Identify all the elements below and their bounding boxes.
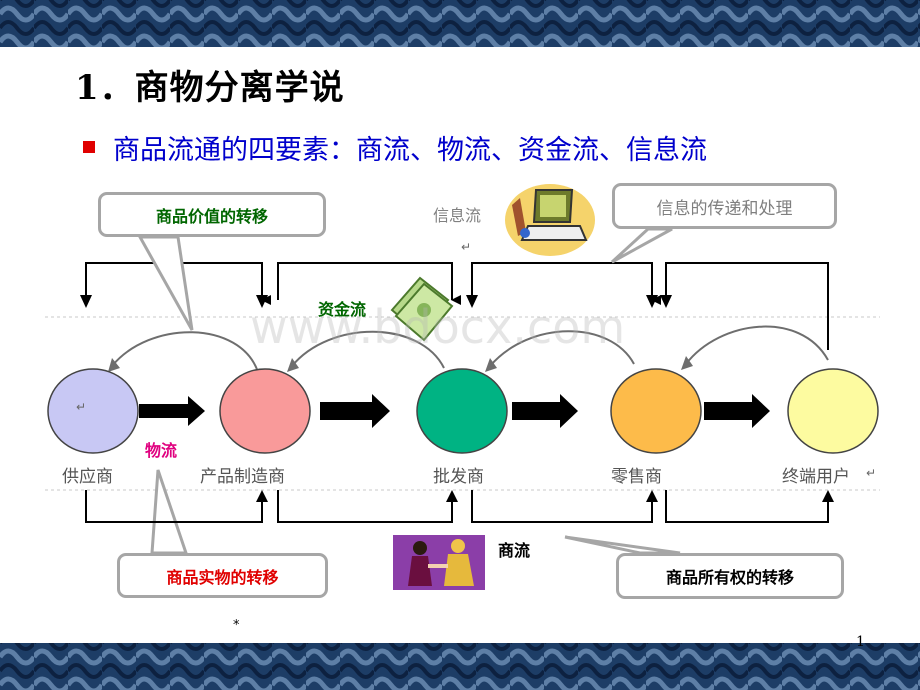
handshake-icon: [393, 535, 485, 590]
watermark: www.bdocx.com: [250, 300, 626, 354]
bracket-arrowheads: [80, 295, 672, 308]
commerce-label: 商流: [498, 541, 531, 560]
node-circle-supplier: [47, 368, 139, 454]
return-mark: ↵: [461, 240, 472, 254]
bullet-square-icon: [83, 141, 95, 153]
info-flow-label: 信息流: [433, 206, 482, 225]
capital-flow-curves: [111, 325, 829, 373]
node-label-end-user: 终端用户: [782, 467, 850, 487]
node-label-manufacturer: 产品制造商: [200, 467, 285, 487]
commerce-flow-brackets: [85, 490, 829, 523]
node-label-wholesaler: 批发商: [433, 467, 484, 487]
node-circle-wholesaler: [416, 368, 508, 454]
callout-pointers: [137, 227, 681, 555]
banner-texture: [0, 643, 920, 690]
logistics-label: 物流: [145, 441, 178, 460]
callout-ownership-transfer: 商品所有权的转移: [616, 553, 844, 599]
slide-title: 1．商物分离学说: [75, 68, 345, 108]
callout-value-transfer: 商品价值的转移: [98, 192, 326, 237]
commerce-arrowheads: [256, 490, 834, 502]
node-circle-retailer: [610, 368, 702, 454]
money-icon: [390, 276, 454, 342]
computer-icon: [505, 184, 595, 256]
node-circle-end-user: [787, 368, 879, 454]
node-label-supplier: 供应商: [62, 467, 113, 487]
node-label-retailer: 零售商: [611, 467, 662, 487]
return-mark: ↵: [76, 400, 87, 414]
curve-arrowheads: [108, 356, 693, 372]
bullet-text: 商品流通的四要素：商流、物流、资金流、信息流: [113, 135, 707, 166]
banner-texture: [0, 0, 920, 47]
page-number: 1: [856, 634, 865, 650]
node-group: [47, 368, 879, 454]
capital-flow-label: 资金流: [318, 300, 367, 319]
callout-info-transfer: 信息的传递和处理: [612, 183, 837, 229]
footnote-marker: *: [233, 618, 240, 633]
bottom-banner: [0, 643, 920, 690]
callout-physical-transfer: 商品实物的转移: [117, 553, 328, 598]
top-banner: [0, 0, 920, 47]
node-circle-manufacturer: [219, 368, 311, 454]
logistics-arrows: [139, 394, 770, 428]
return-mark: ↵: [866, 466, 877, 480]
